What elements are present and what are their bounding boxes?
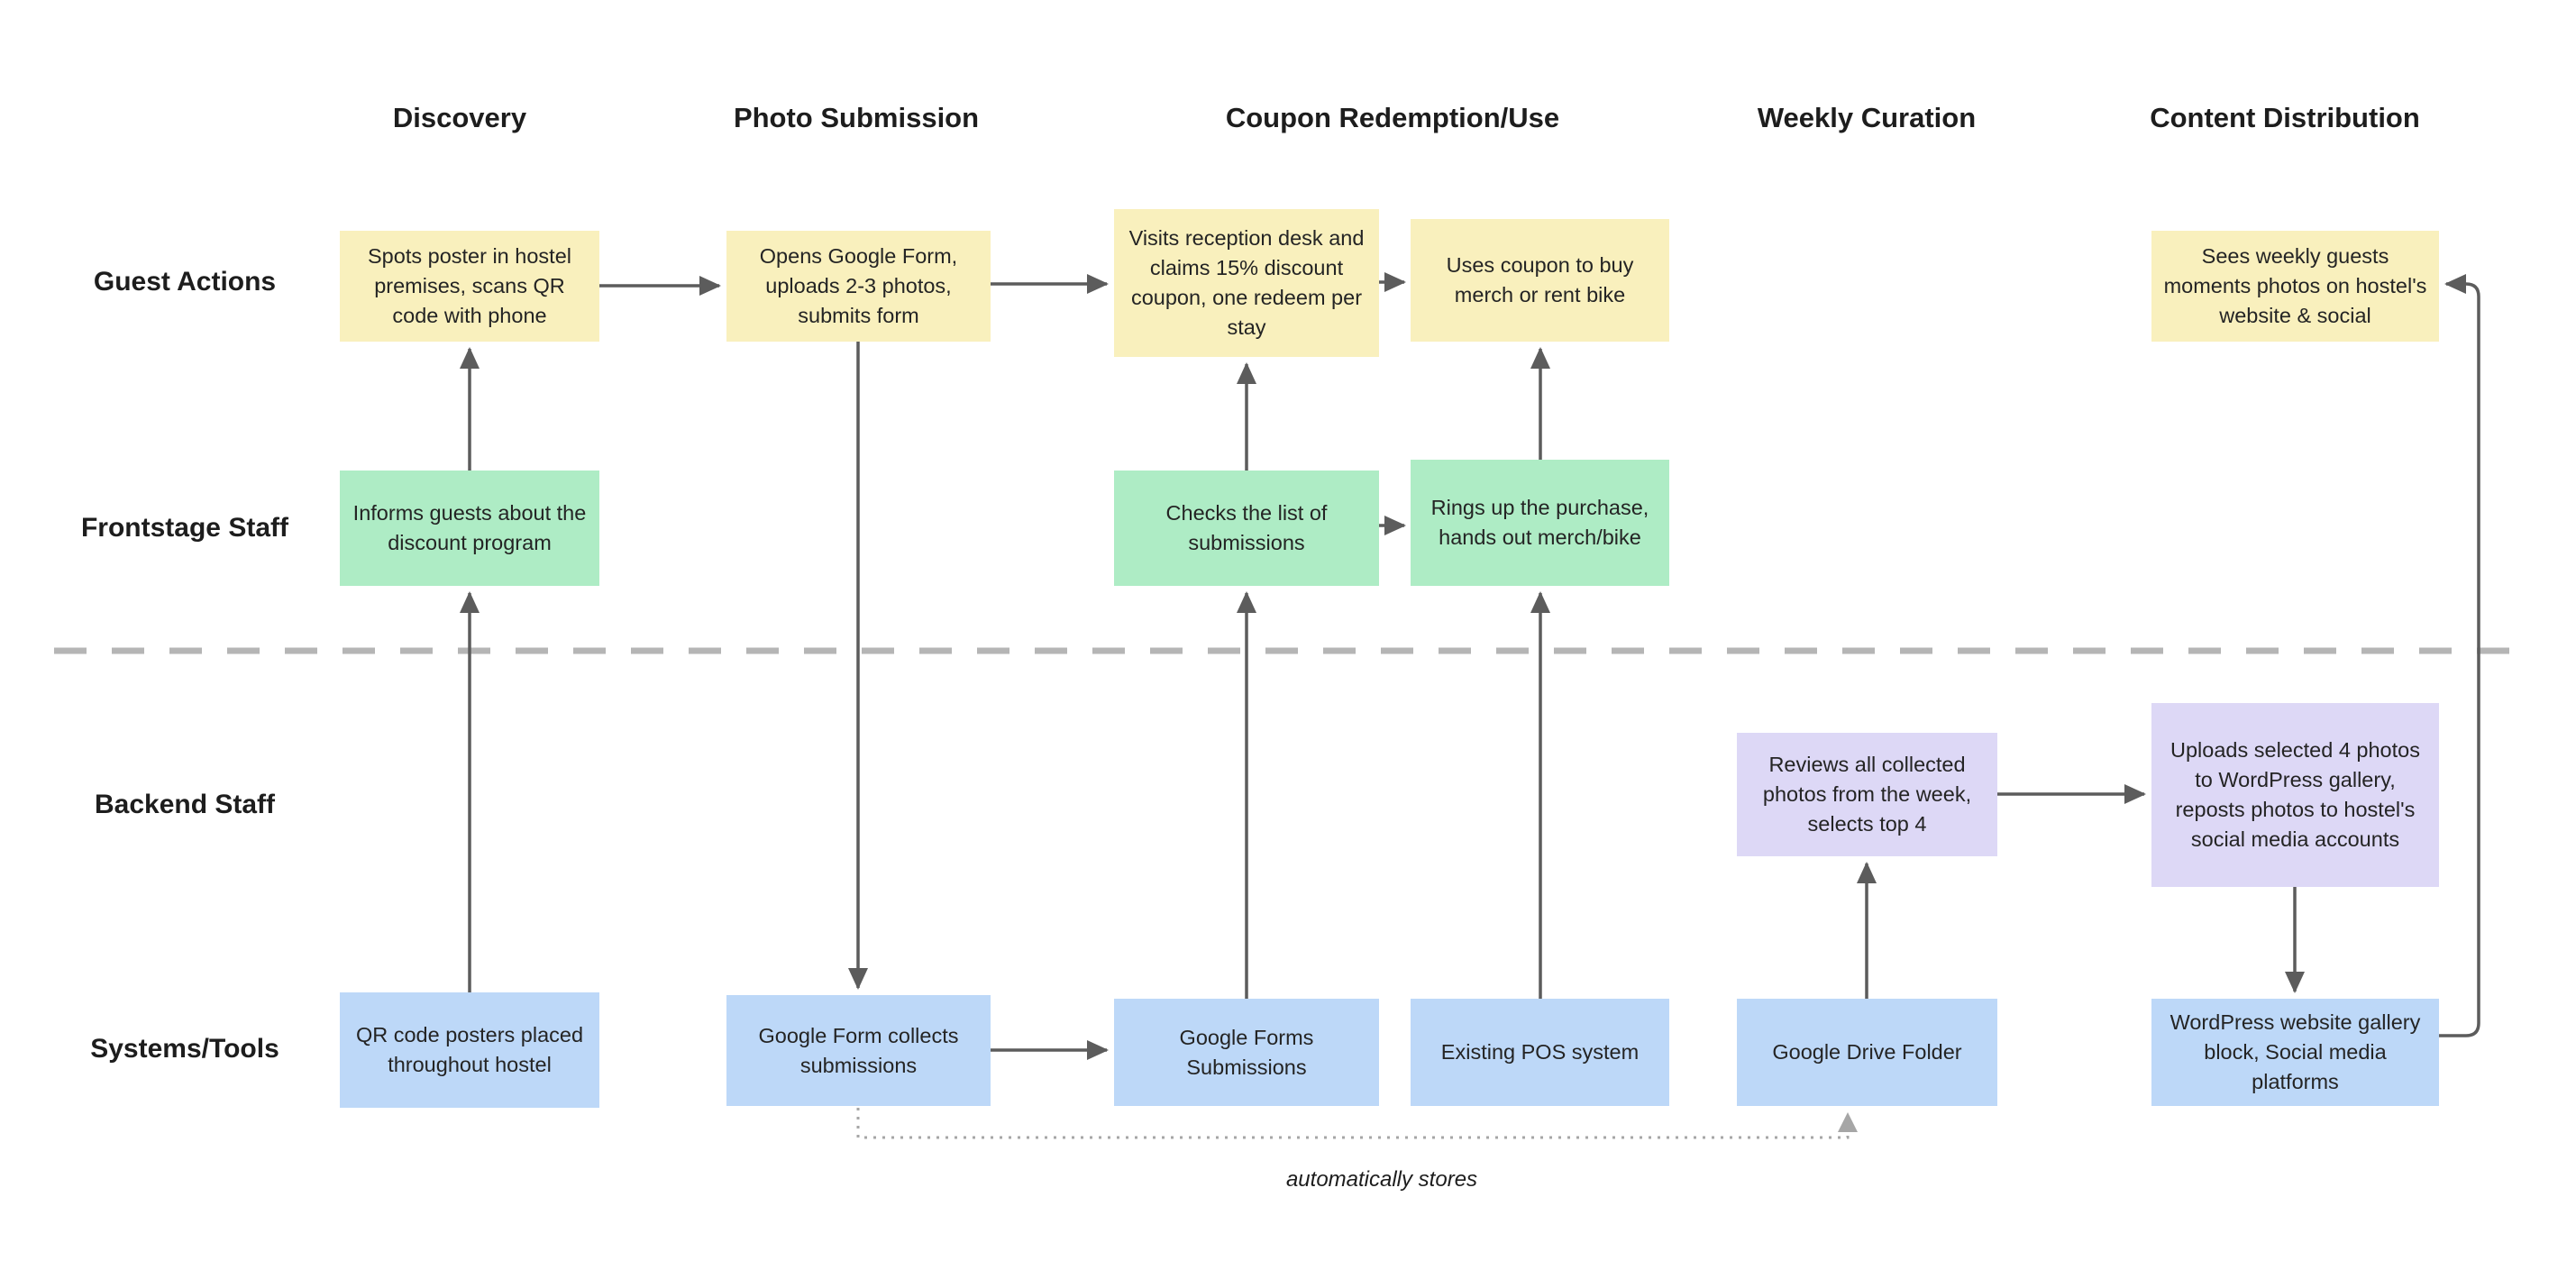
box-uses-coupon: Uses coupon to buy merch or rent bike	[1411, 219, 1669, 342]
annotation-automatically-stores: automatically stores	[1285, 1167, 1478, 1192]
box-qr-posters: QR code posters placed throughout hostel	[340, 992, 599, 1108]
box-checks-list: Checks the list of submissions	[1114, 471, 1379, 586]
phase-header-photo-submission: Photo Submission	[733, 102, 980, 133]
box-spots-poster: Spots poster in hostel premises, scans Q…	[340, 231, 599, 342]
arrow-dotted-formcollects-to-drive	[856, 1108, 1858, 1139]
phase-header-weekly-curation: Weekly Curation	[1757, 102, 1977, 133]
phase-header-coupon-redemption: Coupon Redemption/Use	[1225, 102, 1560, 133]
lane-label-systems-tools: Systems/Tools	[90, 1034, 279, 1064]
box-opens-google-form: Opens Google Form, uploads 2-3 photos, s…	[726, 231, 991, 342]
box-pos-system: Existing POS system	[1411, 999, 1669, 1106]
box-visits-reception: Visits reception desk and claims 15% dis…	[1114, 209, 1379, 357]
box-informs-guests: Informs guests about the discount progra…	[340, 471, 599, 586]
box-form-collects: Google Form collects submissions	[726, 995, 991, 1106]
lane-label-guest-actions: Guest Actions	[93, 267, 277, 297]
arrow-wordpress-to-seesphotos	[2439, 274, 2480, 1037]
phase-header-content-distribution: Content Distribution	[2150, 102, 2420, 133]
lane-label-frontstage-staff: Frontstage Staff	[80, 513, 288, 543]
phase-header-discovery: Discovery	[392, 102, 527, 133]
box-drive-folder: Google Drive Folder	[1737, 999, 1997, 1106]
box-wordpress-platforms: WordPress website gallery block, Social …	[2151, 999, 2439, 1106]
box-uploads-photos: Uploads selected 4 photos to WordPress g…	[2151, 703, 2439, 887]
lane-label-backend-staff: Backend Staff	[94, 790, 276, 819]
box-rings-up: Rings up the purchase, hands out merch/b…	[1411, 460, 1669, 586]
box-sees-photos: Sees weekly guests moments photos on hos…	[2151, 231, 2439, 342]
box-reviews-photos: Reviews all collected photos from the we…	[1737, 733, 1997, 856]
box-forms-submissions: Google Forms Submissions	[1114, 999, 1379, 1106]
